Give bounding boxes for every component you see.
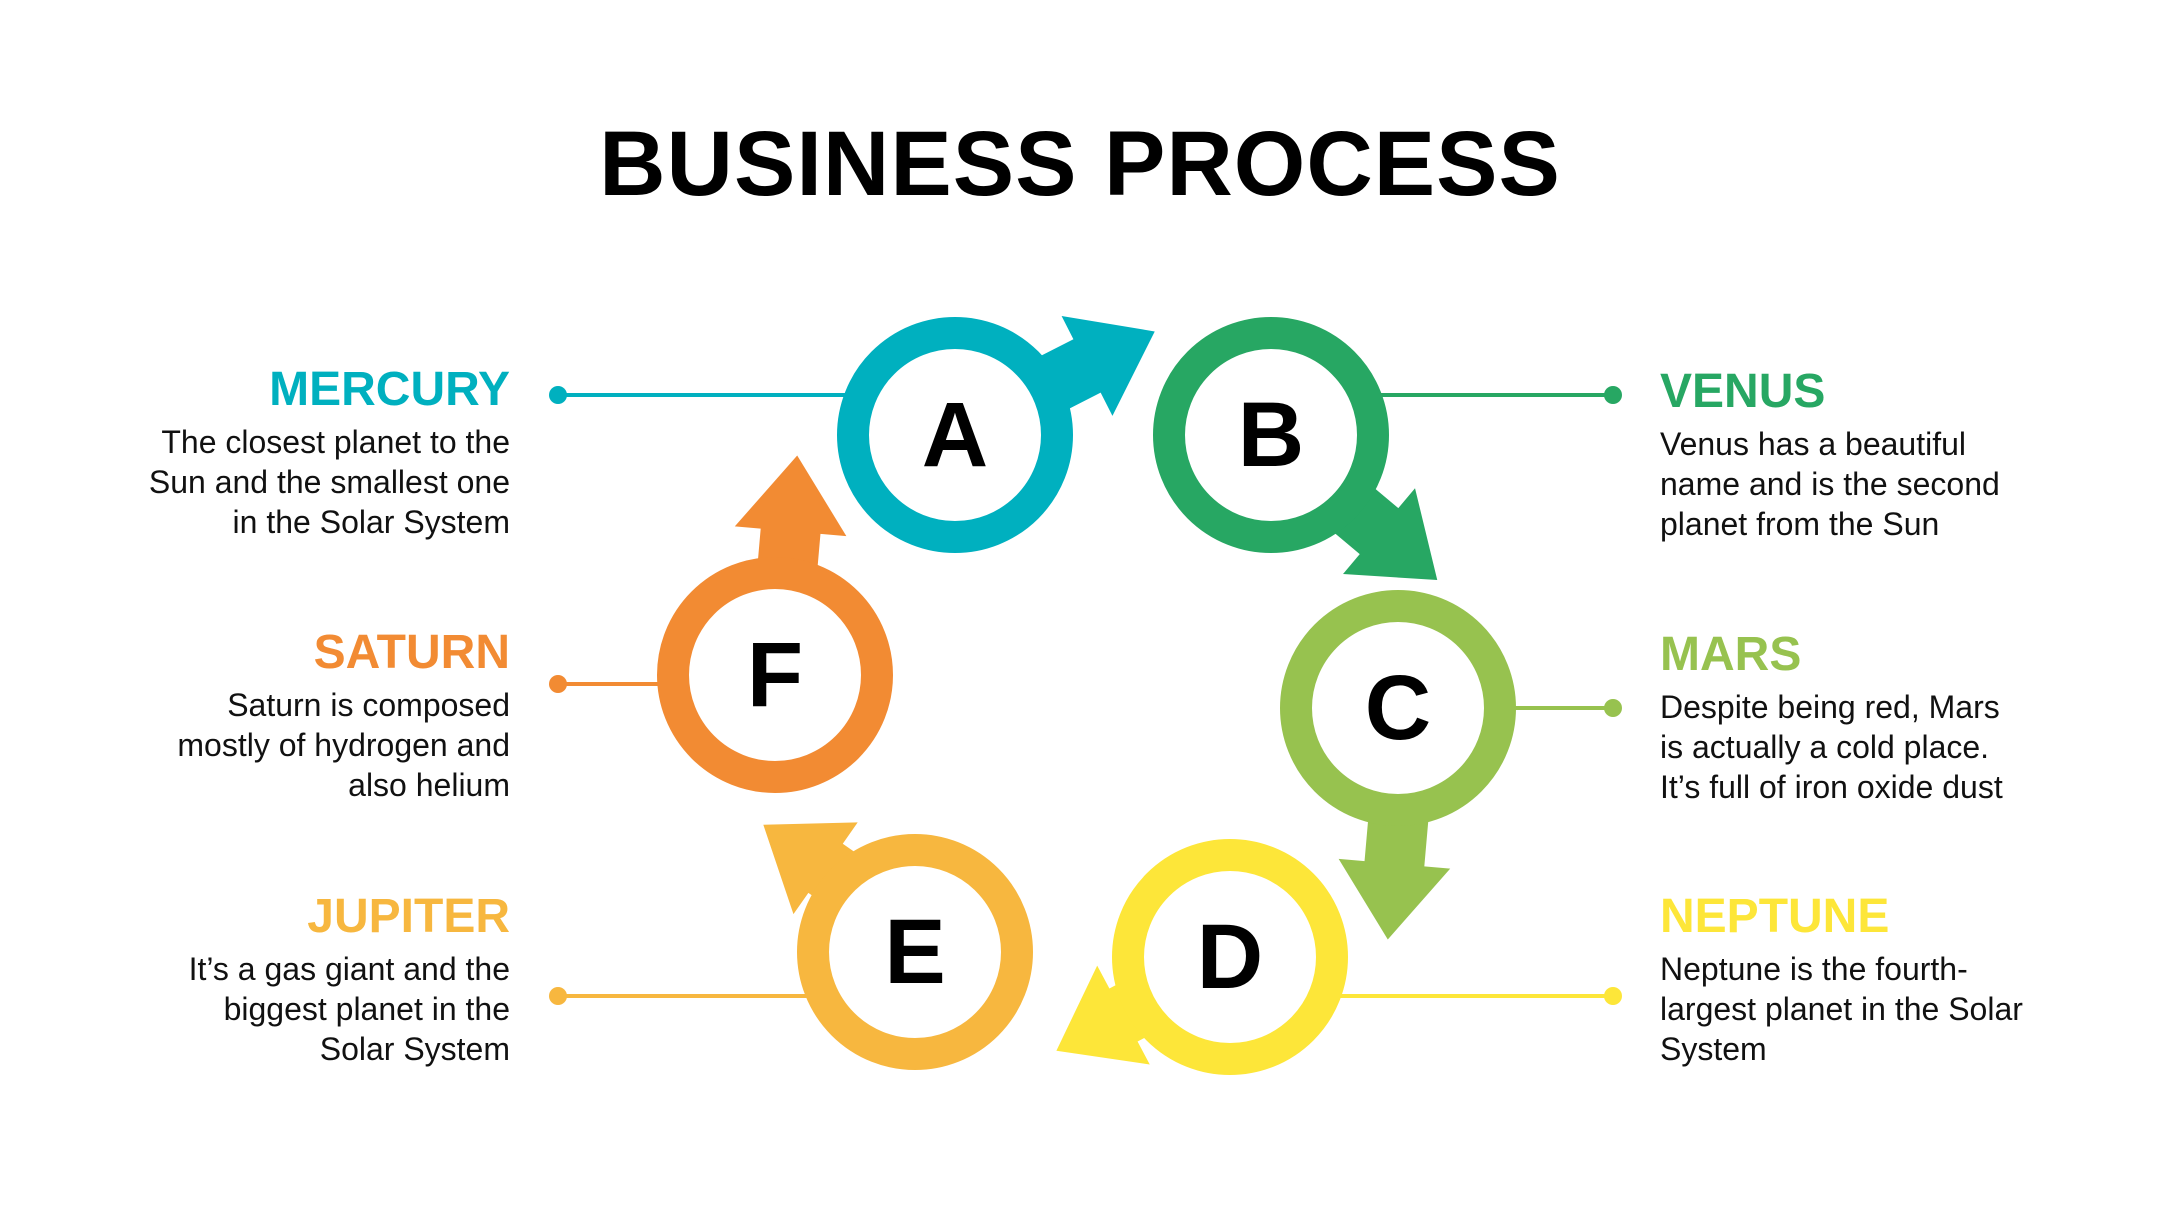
connector-venus [1375,386,1622,404]
label-saturn: SATURN Saturn is composed mostly of hydr… [80,625,510,805]
connector-saturn [549,675,670,693]
step-letter-a: A [922,384,988,486]
step-node-b: B [1153,317,1389,553]
desc-mars-line-2: is actually a cold place. [1660,729,1990,765]
heading-mercury: MERCURY [269,363,510,416]
step-letter-f: F [747,624,803,726]
label-jupiter: JUPITER It’s a gas giant and the biggest… [80,889,510,1069]
label-mars: MARS Despite being red, Mars is actually… [1660,627,2090,807]
heading-jupiter: JUPITER [307,890,510,943]
label-mercury: MERCURY The closest planet to the Sun an… [80,362,510,542]
desc-venus-line-3: planet from the Sun [1660,506,1940,542]
label-neptune: NEPTUNE Neptune is the fourth- largest p… [1660,889,2090,1069]
desc-mercury-line-2: Sun and the smallest one [148,464,510,500]
desc-venus-line-1: Venus has a beautiful [1660,426,1967,462]
step-letter-c: C [1365,657,1431,759]
step-letter-e: E [884,901,945,1003]
label-venus: VENUS Venus has a beautiful name and is … [1660,364,2090,544]
connector-jupiter [549,987,820,1005]
step-node-d: D [1112,839,1348,1075]
step-node-c: C [1280,590,1516,826]
desc-jupiter-line-1: It’s a gas giant and the [188,951,510,987]
desc-mars-line-1: Despite being red, Mars [1660,689,2000,725]
desc-neptune-line-1: Neptune is the fourth- [1660,951,1968,987]
heading-saturn: SATURN [313,626,510,679]
desc-venus-line-2: name and is the second [1660,466,2000,502]
step-node-f: F [657,557,893,793]
step-node-a: A [837,317,1073,553]
heading-neptune: NEPTUNE [1660,890,1890,943]
desc-saturn-line-1: Saturn is composed [227,687,510,723]
connector-mars [1500,699,1622,717]
desc-saturn-line-2: mostly of hydrogen and [177,727,510,763]
step-letter-d: D [1197,906,1263,1008]
desc-neptune-line-2: largest planet in the Solar [1660,991,2023,1027]
heading-venus: VENUS [1660,365,1826,418]
desc-mercury-line-1: The closest planet to the [161,424,510,460]
desc-mercury-line-3: in the Solar System [232,504,510,540]
desc-neptune-line-3: System [1660,1031,1767,1067]
desc-mars-line-3: It’s full of iron oxide dust [1660,769,2003,805]
connector-mercury [549,386,855,404]
desc-jupiter-line-2: biggest planet in the [223,991,510,1027]
page-title: BUSINESS PROCESS [599,113,1561,215]
step-node-e: E [797,834,1033,1070]
step-letter-b: B [1238,384,1304,486]
connector-neptune [1325,987,1622,1005]
heading-mars: MARS [1660,628,1802,681]
desc-saturn-line-3: also helium [348,767,510,803]
desc-jupiter-line-3: Solar System [319,1031,510,1067]
